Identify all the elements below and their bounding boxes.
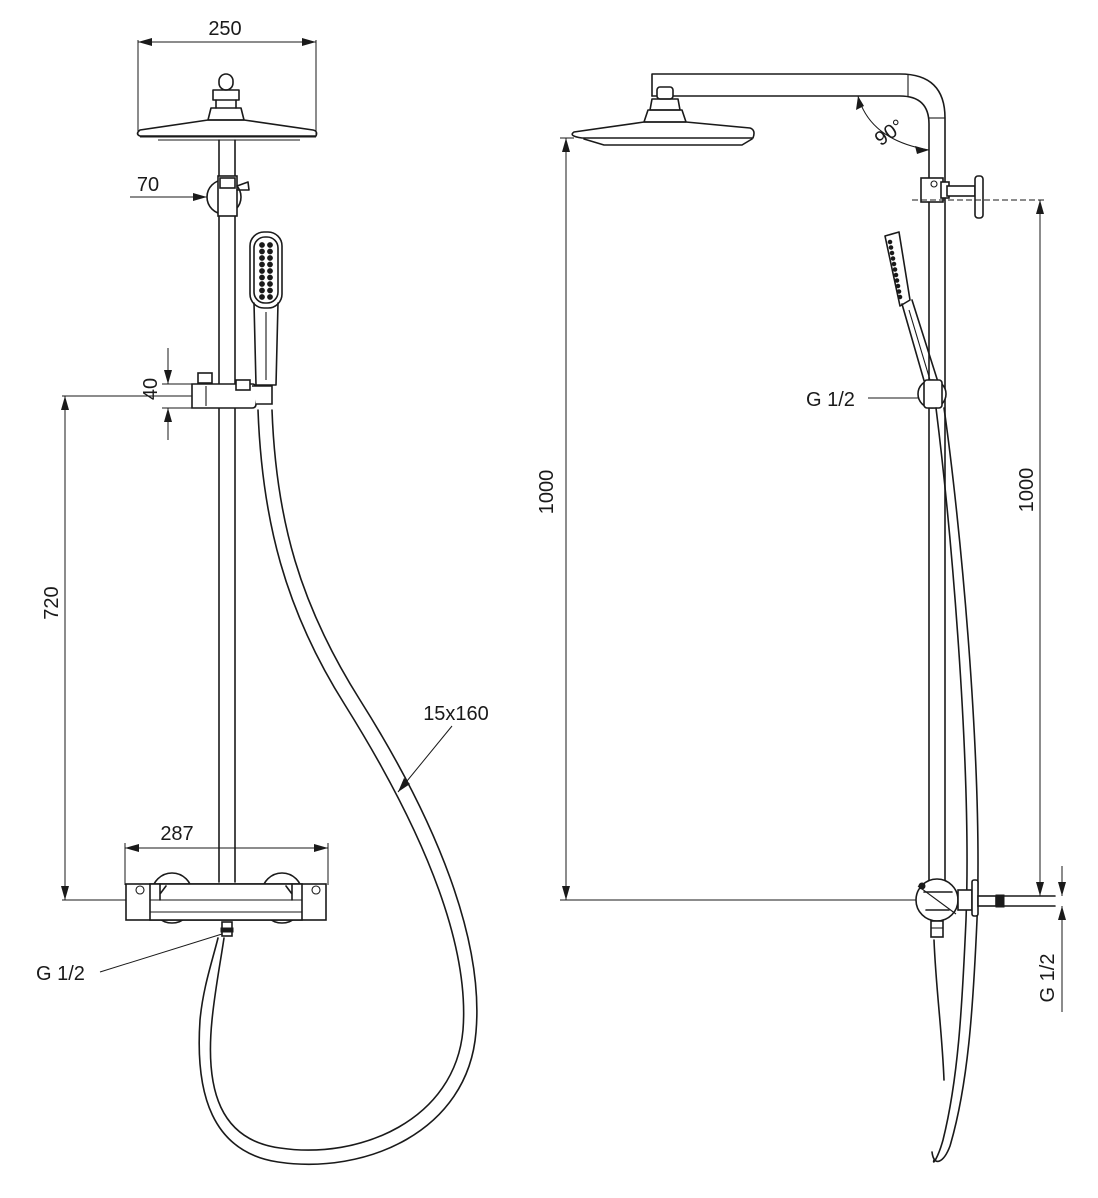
nozzle-dot <box>259 242 265 248</box>
side-nozzle-dot <box>894 278 900 283</box>
nozzle-dot <box>259 255 265 261</box>
valve-width-dimension: 287 <box>124 823 329 885</box>
side-nozzle-dot <box>889 250 895 256</box>
riser-pipe <box>218 139 236 883</box>
angle-marker: 90° <box>856 95 930 154</box>
head-height-label: 1000 <box>536 470 558 515</box>
nozzle-dot <box>267 255 273 261</box>
hand-shower-icon <box>249 231 283 386</box>
nozzle-dot <box>267 248 273 255</box>
nozzle-dot <box>259 287 265 294</box>
head-width-label: 250 <box>208 18 241 40</box>
side-hand-shower-icon <box>884 231 939 385</box>
nozzle-dot <box>259 261 265 268</box>
side-view: 90° <box>536 73 1066 1163</box>
bracket-height-label: 1000 <box>1016 468 1038 513</box>
nozzle-dot <box>259 268 265 274</box>
rain-shower-head-icon <box>136 73 318 141</box>
side-slide-holder-icon <box>917 379 947 409</box>
holder-to-valve-label: 720 <box>41 586 63 619</box>
shower-hose <box>198 409 478 1166</box>
nozzle-dot <box>259 294 265 300</box>
nozzle-dot <box>267 274 273 281</box>
nozzle-dot <box>259 281 265 287</box>
nozzle-dot <box>267 261 273 268</box>
thermostatic-valve-icon <box>125 872 327 937</box>
angle-label: 90° <box>871 115 908 150</box>
side-valve-icon <box>915 878 1056 938</box>
side-nozzle-dot <box>892 267 898 272</box>
valve-width-label: 287 <box>160 823 193 845</box>
nozzle-dot <box>267 242 273 248</box>
slide-holder-icon <box>191 372 273 409</box>
head-height-dimension: 1000 <box>536 137 916 901</box>
hose-label: 15x160 <box>423 703 489 725</box>
side-nozzle-dot <box>896 289 902 294</box>
side-hose-connection-leader: G 1/2 <box>806 389 918 411</box>
side-nozzle-dot <box>891 261 897 267</box>
shower-arm <box>651 73 946 883</box>
nozzle-dot <box>259 248 265 255</box>
side-nozzle-dot <box>895 283 901 289</box>
side-hose <box>931 407 979 1163</box>
nozzle-dot <box>267 294 273 300</box>
front-view: 250 70 <box>36 18 489 1166</box>
bracket-height-dimension: 1000 <box>1016 200 1044 896</box>
side-shower-head-icon <box>571 86 755 146</box>
side-nozzle-dot <box>887 239 893 245</box>
nozzle-dot <box>267 287 273 294</box>
holder-dimension: 40 <box>140 348 192 440</box>
side-nozzle-dot <box>897 294 903 300</box>
nozzle-dot <box>267 268 273 274</box>
side-nozzle-dot <box>893 272 899 278</box>
inlet-label: G 1/2 <box>1037 954 1059 1003</box>
nozzle-dot <box>267 281 273 287</box>
connection-label: G 1/2 <box>36 963 85 985</box>
connection-leader: G 1/2 <box>36 933 223 985</box>
side-wall-bracket-icon <box>912 175 1045 219</box>
wall-bracket-icon <box>206 175 250 217</box>
holder-to-valve-dimension: 720 <box>41 395 192 901</box>
holder-height-label: 40 <box>140 378 162 400</box>
nozzle-dot <box>259 274 265 281</box>
inlet-dimension: G 1/2 <box>1037 866 1066 1012</box>
bracket-dimension: 70 <box>130 174 207 201</box>
side-nozzle-dot <box>890 256 896 261</box>
head-width-dimension: 250 <box>137 18 317 135</box>
side-hose-connection-label: G 1/2 <box>806 389 855 411</box>
hose-leader: 15x160 <box>397 703 489 793</box>
side-nozzle-dot <box>888 245 894 250</box>
bracket-label: 70 <box>137 174 159 196</box>
